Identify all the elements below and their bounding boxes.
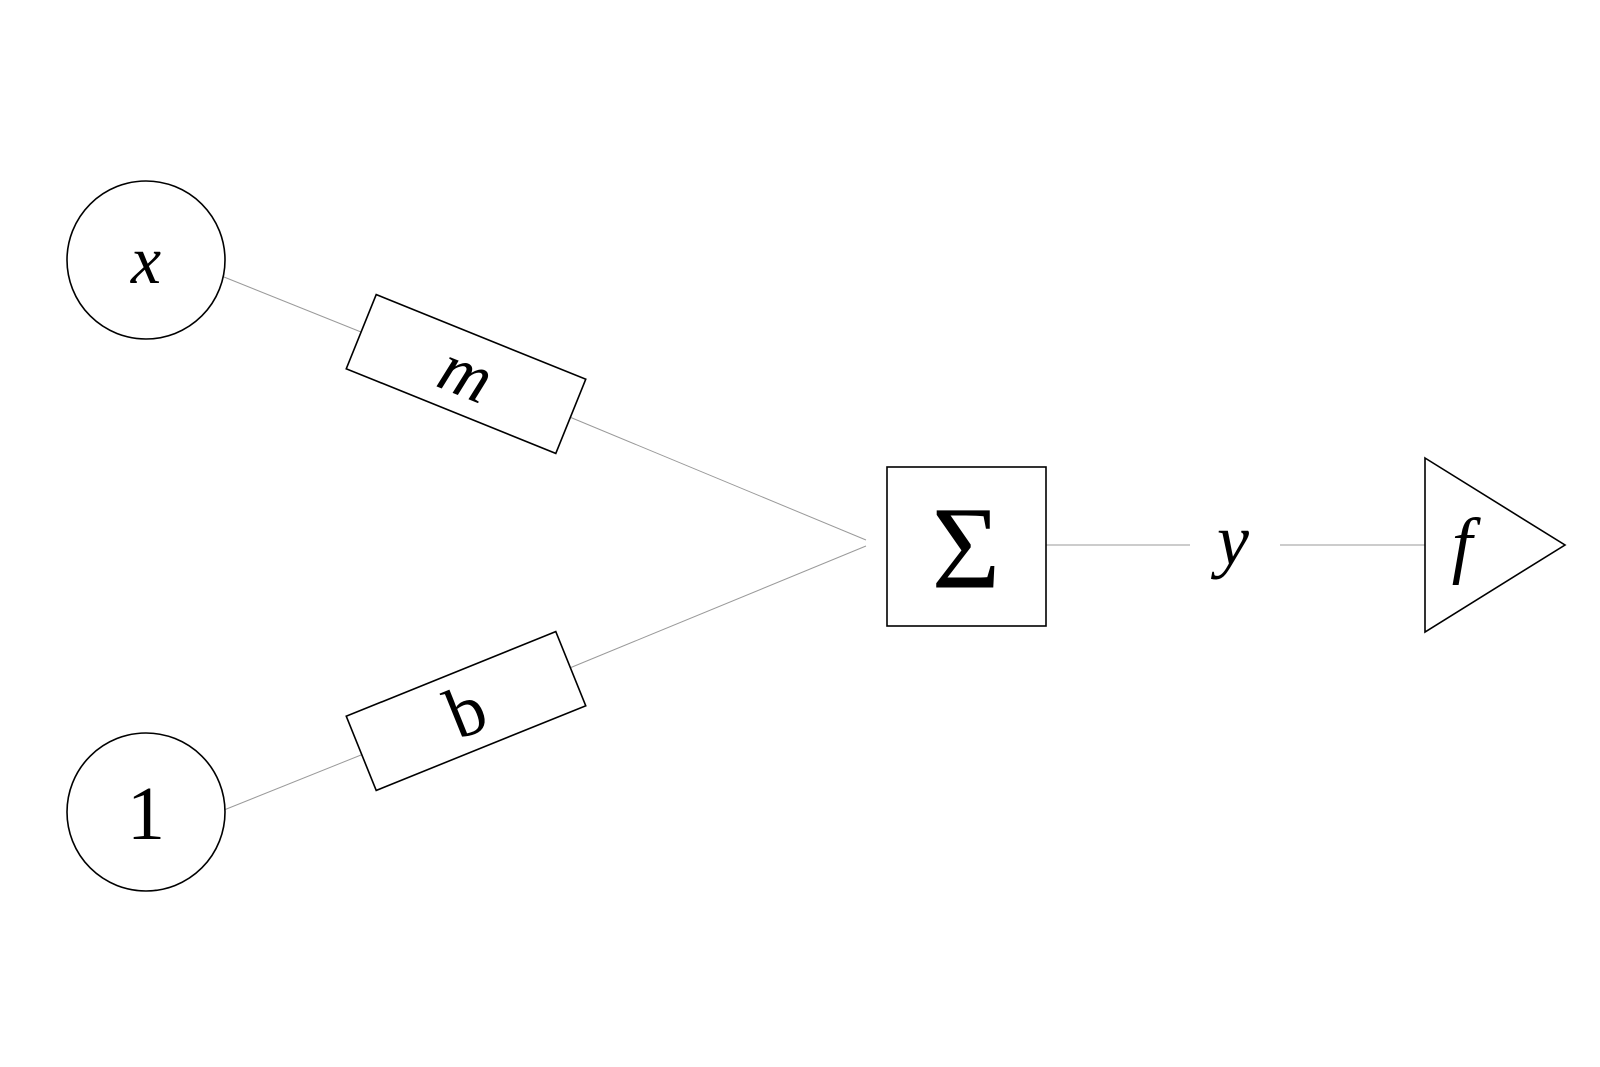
connector-one-to-b: [218, 750, 372, 813]
connector-b-to-sum: [559, 545, 867, 673]
sum-symbol: Σ: [932, 483, 1001, 614]
input-node-one: 1: [66, 732, 226, 892]
activation-triangle: f: [1424, 456, 1567, 634]
bias-b-box: b: [345, 630, 587, 792]
summation-box: Σ: [886, 466, 1047, 627]
input-node-x: x: [66, 180, 226, 340]
connector-m-to-sum: [559, 412, 867, 541]
weight-m-box: m: [345, 293, 587, 455]
input-x-label: x: [130, 222, 161, 298]
output-y-label: y: [1210, 500, 1249, 580]
connector-x-to-m: [218, 274, 372, 337]
input-one-label: 1: [127, 772, 165, 856]
